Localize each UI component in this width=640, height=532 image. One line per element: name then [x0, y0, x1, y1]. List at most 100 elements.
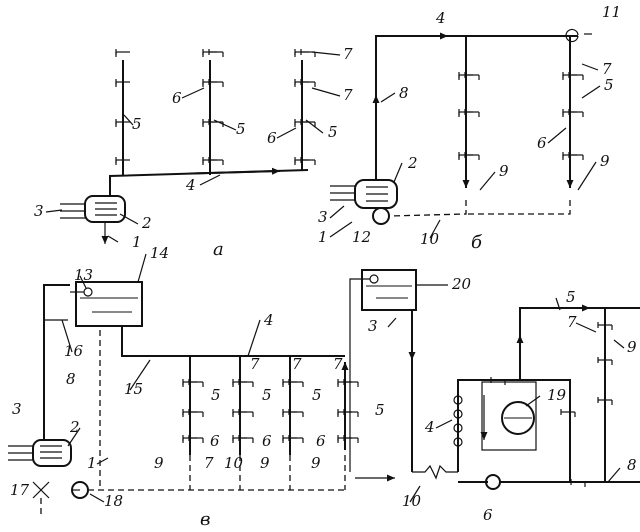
label-v-23: 16: [64, 342, 84, 360]
leader-line: [577, 161, 597, 191]
leader-line: [575, 322, 597, 333]
label-v-24: 17: [10, 481, 30, 499]
tap-icon: [300, 49, 316, 57]
tap-icon: [464, 72, 480, 80]
leader-line: [380, 92, 396, 103]
panel-caption-a: а: [213, 239, 224, 260]
leader-line: [329, 221, 353, 238]
label-v-7: 5: [375, 401, 385, 419]
leader-line: [129, 359, 151, 391]
tap-icon: [343, 435, 359, 443]
label-d-8: 19: [547, 386, 567, 404]
label-v-0: 1: [87, 454, 97, 472]
circulation-pipes-v: [72, 330, 346, 491]
leader-line: [67, 427, 81, 447]
leader-line: [137, 253, 147, 283]
label-b-10: 10: [420, 230, 440, 248]
tap-icon: [188, 379, 204, 387]
panel-a: [60, 49, 316, 244]
tap-icon: [597, 322, 613, 330]
tap-icon: [288, 435, 304, 443]
tap-icon: [294, 49, 309, 57]
leader-line: [107, 235, 119, 243]
tap-icon: [115, 49, 130, 57]
label-a-6: 5: [328, 123, 338, 141]
leader-line: [89, 493, 105, 503]
label-v-12: 7: [292, 355, 302, 373]
leader-line: [123, 114, 134, 126]
tap-icon: [202, 49, 217, 57]
panel-caption-b: б: [471, 232, 483, 253]
water-heater-b: [330, 179, 398, 225]
leader-line: [45, 209, 63, 213]
heater-19: [480, 381, 537, 451]
label-v-17: 9: [260, 454, 270, 472]
label-v-1: 2: [69, 418, 80, 436]
label-v-10: 6: [316, 432, 326, 450]
tap-icon: [288, 409, 304, 417]
label-v-22: 15: [124, 380, 143, 398]
tap-icon: [208, 49, 224, 57]
leader-lines: [45, 51, 625, 503]
circulation-pipes-b: [388, 200, 571, 217]
tap-icon: [343, 379, 359, 387]
tap-icon: [570, 479, 586, 487]
leader-line: [547, 127, 567, 144]
panel-b: [330, 28, 592, 225]
leader-line: [311, 51, 341, 56]
label-d-4: 7: [567, 313, 577, 331]
tap-icon: [300, 79, 316, 87]
label-v-21: 14: [150, 244, 169, 262]
panel-caption-v: в: [200, 509, 210, 530]
label-b-1: 2: [407, 154, 418, 172]
tank-d: [349, 269, 417, 472]
water-heater-v: [8, 439, 89, 514]
label-v-9: 6: [262, 432, 272, 450]
leader-line: [305, 119, 324, 134]
label-d-0: 3: [368, 317, 378, 335]
supply-pipes-v: [43, 284, 349, 455]
leader-line: [581, 63, 599, 71]
tap-icon: [115, 79, 130, 87]
tap-icon: [115, 157, 130, 165]
tap-icon: [490, 377, 506, 385]
tap-icon: [238, 409, 254, 417]
tap-icon: [115, 119, 130, 127]
label-b-8: 9: [499, 162, 509, 180]
leader-line: [311, 87, 341, 97]
leader-line: [607, 467, 621, 483]
taps-b: [458, 72, 584, 160]
label-v-15: 8: [66, 370, 76, 388]
supply-pipes-d: [355, 304, 640, 490]
taps-v: [182, 379, 359, 443]
label-v-11: 7: [250, 355, 260, 373]
preheater-4: [453, 395, 463, 454]
label-d-3: 6: [483, 506, 493, 524]
leader-line: [276, 127, 297, 139]
leader-line: [613, 339, 625, 349]
supply-pipes-a: [109, 60, 309, 196]
leader-line: [79, 275, 87, 289]
tap-icon: [288, 379, 304, 387]
label-b-4: 5: [604, 76, 614, 94]
label-d-7: 10: [402, 492, 422, 510]
label-a-10: 7: [343, 86, 353, 104]
label-a-8: 6: [267, 129, 277, 147]
taps-a: [115, 49, 316, 165]
label-d-2: 5: [566, 288, 576, 306]
leader-line: [479, 171, 496, 191]
tap-icon: [597, 397, 613, 405]
label-v-5: 5: [262, 386, 272, 404]
leader-line: [393, 162, 403, 183]
label-v-14: 7: [204, 454, 214, 472]
tap-icon: [343, 409, 359, 417]
leader-line: [61, 319, 73, 353]
tap-icon: [208, 79, 224, 87]
label-b-9: 9: [600, 152, 610, 170]
label-v-16: 9: [154, 454, 164, 472]
label-a-2: 3: [34, 202, 44, 220]
label-a-1: 2: [141, 214, 152, 232]
label-v-19: 10: [224, 454, 244, 472]
